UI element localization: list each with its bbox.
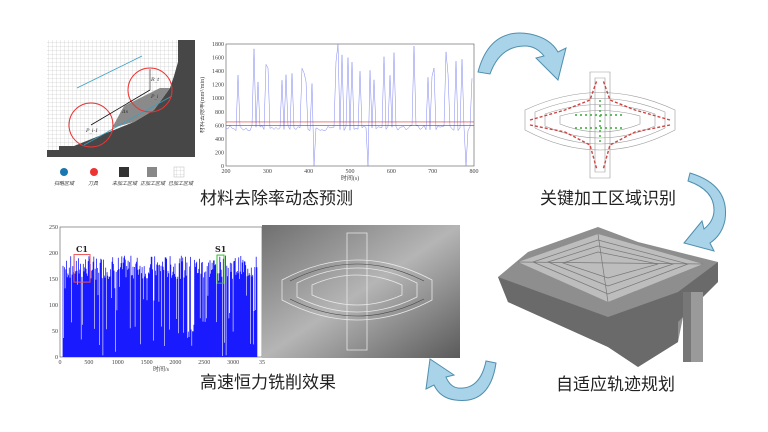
- legend-tool: 刀具: [88, 181, 99, 187]
- x-tick-label: 2000: [169, 360, 181, 366]
- radius-label: R_t: [150, 77, 160, 83]
- y-tick-label: 1600: [212, 56, 224, 62]
- y-tick-label: 150: [49, 277, 58, 283]
- tool-legend-icon: [90, 168, 98, 176]
- key-region-toolpath: [524, 71, 676, 179]
- y-tick-label: 0: [55, 355, 58, 361]
- y-axis-label: 材料去除率(mm³/min): [200, 77, 206, 133]
- machining-region: [112, 88, 170, 128]
- x-tick-label: 500: [346, 169, 355, 175]
- y-tick-label: 250: [49, 225, 58, 231]
- y-tick-label: 600: [215, 123, 224, 129]
- y-tick-label: 400: [215, 137, 224, 143]
- x-tick-label: 1500: [141, 360, 153, 366]
- ds-label: Δs: [121, 109, 129, 115]
- adaptive-toolpath-part: [498, 227, 718, 367]
- y-tick-label: 1400: [212, 69, 224, 75]
- x-tick-label: 1000: [112, 360, 124, 366]
- tool-circle: [127, 67, 173, 113]
- x-tick-label: 700: [428, 169, 437, 175]
- y-tick-label: 1000: [212, 96, 224, 102]
- engagement-grid-figure: R_t P_i P_i-1 Δs 扫略区域 刀具 未加工区域 正加工区域 已加工…: [47, 40, 195, 187]
- c1-highlight-box: [73, 254, 91, 283]
- legend-sweep: 扫略区域: [54, 180, 75, 187]
- machined-legend-icon: [173, 166, 185, 178]
- pi-prev-label: P_i-1: [85, 128, 98, 134]
- milled-part-photo: [262, 225, 460, 358]
- s1-label: S1: [215, 244, 226, 254]
- y-tick-label: 200: [215, 150, 224, 156]
- unmachined-legend-icon: [119, 167, 129, 177]
- pi-label: P_i: [150, 94, 159, 100]
- y-tick-label: 1200: [212, 83, 224, 89]
- x-tick-label: 400: [304, 169, 313, 175]
- y-tick-label: 100: [49, 303, 58, 309]
- legend-unmachined: 未加工区域: [112, 180, 138, 187]
- x-tick-label: 800: [470, 169, 479, 175]
- x-axis-label: 时间/s: [153, 365, 170, 372]
- sweep-legend-icon: [60, 168, 68, 176]
- y-tick-label: 800: [215, 110, 224, 116]
- machining-legend-icon: [147, 167, 157, 177]
- y-tick-label: 0: [221, 164, 224, 170]
- x-tick-label: 300: [263, 169, 272, 175]
- x-tick-label: 2500: [198, 360, 210, 366]
- force-bars: [62, 255, 258, 357]
- plot-frame: [225, 43, 475, 167]
- curved-arrow-icon: [477, 32, 567, 81]
- legend-machining: 正加工区域: [140, 180, 166, 187]
- x-tick-label: 3000: [227, 360, 239, 366]
- c1-label: C1: [76, 244, 88, 254]
- legend-machined: 已加工区域: [168, 180, 194, 187]
- caption-milling: 高速恒力铣削效果: [200, 373, 336, 393]
- y-tick-label: 200: [49, 251, 58, 257]
- x-tick-label: 600: [387, 169, 396, 175]
- x-tick-label: 0: [59, 360, 62, 366]
- s1-highlight-box: [216, 254, 225, 284]
- caption-mrr: 材料去除率动态预测: [200, 189, 353, 209]
- x-tick-label: 200: [222, 169, 231, 175]
- x-tick-label: 35: [259, 360, 265, 366]
- mrr-series-line: [225, 44, 473, 167]
- tool-circle: [68, 102, 114, 148]
- unmachined-region: [47, 40, 195, 157]
- x-tick-label: 500: [84, 360, 93, 366]
- caption-path: 自适应轨迹规划: [556, 375, 675, 395]
- curved-arrow-icon: [425, 358, 497, 402]
- y-tick-label: 1800: [212, 42, 224, 48]
- y-tick-label: 50: [52, 329, 58, 335]
- x-axis-label: 时间(s): [341, 174, 359, 182]
- caption-region: 关键加工区域识别: [540, 189, 676, 209]
- curved-arrow-icon: [683, 172, 727, 252]
